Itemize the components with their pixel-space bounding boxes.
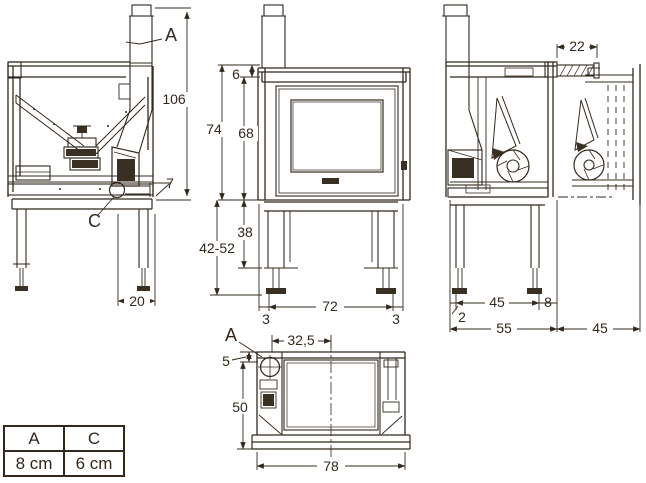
dim-side-rear-gap: 2 [458, 309, 466, 325]
dim-side-leg-span: 45 [489, 294, 505, 310]
front-view-drawing [257, 4, 411, 294]
dim-front-stand: 42-52 [199, 240, 235, 256]
table-value-c: 6 cm [63, 450, 125, 477]
table-header-row: A C [3, 425, 125, 452]
label-plan-flue-a: A [225, 325, 237, 345]
recess-section-view [558, 64, 641, 205]
dim-side-recess: 45 [592, 320, 608, 336]
dim-plan-depth: 50 [232, 399, 248, 415]
table-value-a: 8 cm [3, 450, 65, 477]
dim-front-margin-left: 3 [262, 311, 270, 327]
dim-front-top: 6 [232, 66, 240, 82]
dim-plan-edge: 5 [222, 353, 230, 369]
dim-front-margin-right: 3 [392, 311, 400, 327]
table-value-row: 8 cm 6 cm [3, 450, 125, 477]
dim-front-door: 68 [238, 125, 254, 141]
dim-plan-flue-offset: 32,5 [287, 332, 314, 348]
dim-rear-leg-gap: 20 [129, 293, 145, 309]
duct-size-table: A C 8 cm 6 cm [3, 425, 125, 477]
dim-side-front-gap: 8 [544, 294, 552, 310]
dim-front-width: 72 [322, 298, 338, 314]
dim-front-height: 74 [206, 121, 222, 137]
dim-rear-offset: 7 [166, 175, 174, 191]
front-view-dimensions [195, 64, 404, 314]
side-view-dimensions [449, 39, 641, 335]
table-header-c: C [63, 425, 125, 452]
label-flue-a: A [165, 25, 177, 45]
dim-rear-height: 106 [162, 91, 186, 107]
rear-view-drawing [7, 4, 154, 291]
dim-plan-width: 78 [323, 458, 339, 474]
plan-view-drawing [251, 340, 411, 458]
label-intake-c: C [88, 211, 101, 231]
plan-view-dimensions [228, 333, 406, 474]
dim-front-leg: 38 [237, 224, 253, 240]
dim-side-depth: 55 [496, 320, 512, 336]
rear-view-dimensions [97, 7, 191, 308]
dim-side-duct: 22 [569, 38, 585, 54]
table-header-a: A [3, 425, 65, 452]
side-view-drawing [442, 4, 600, 294]
